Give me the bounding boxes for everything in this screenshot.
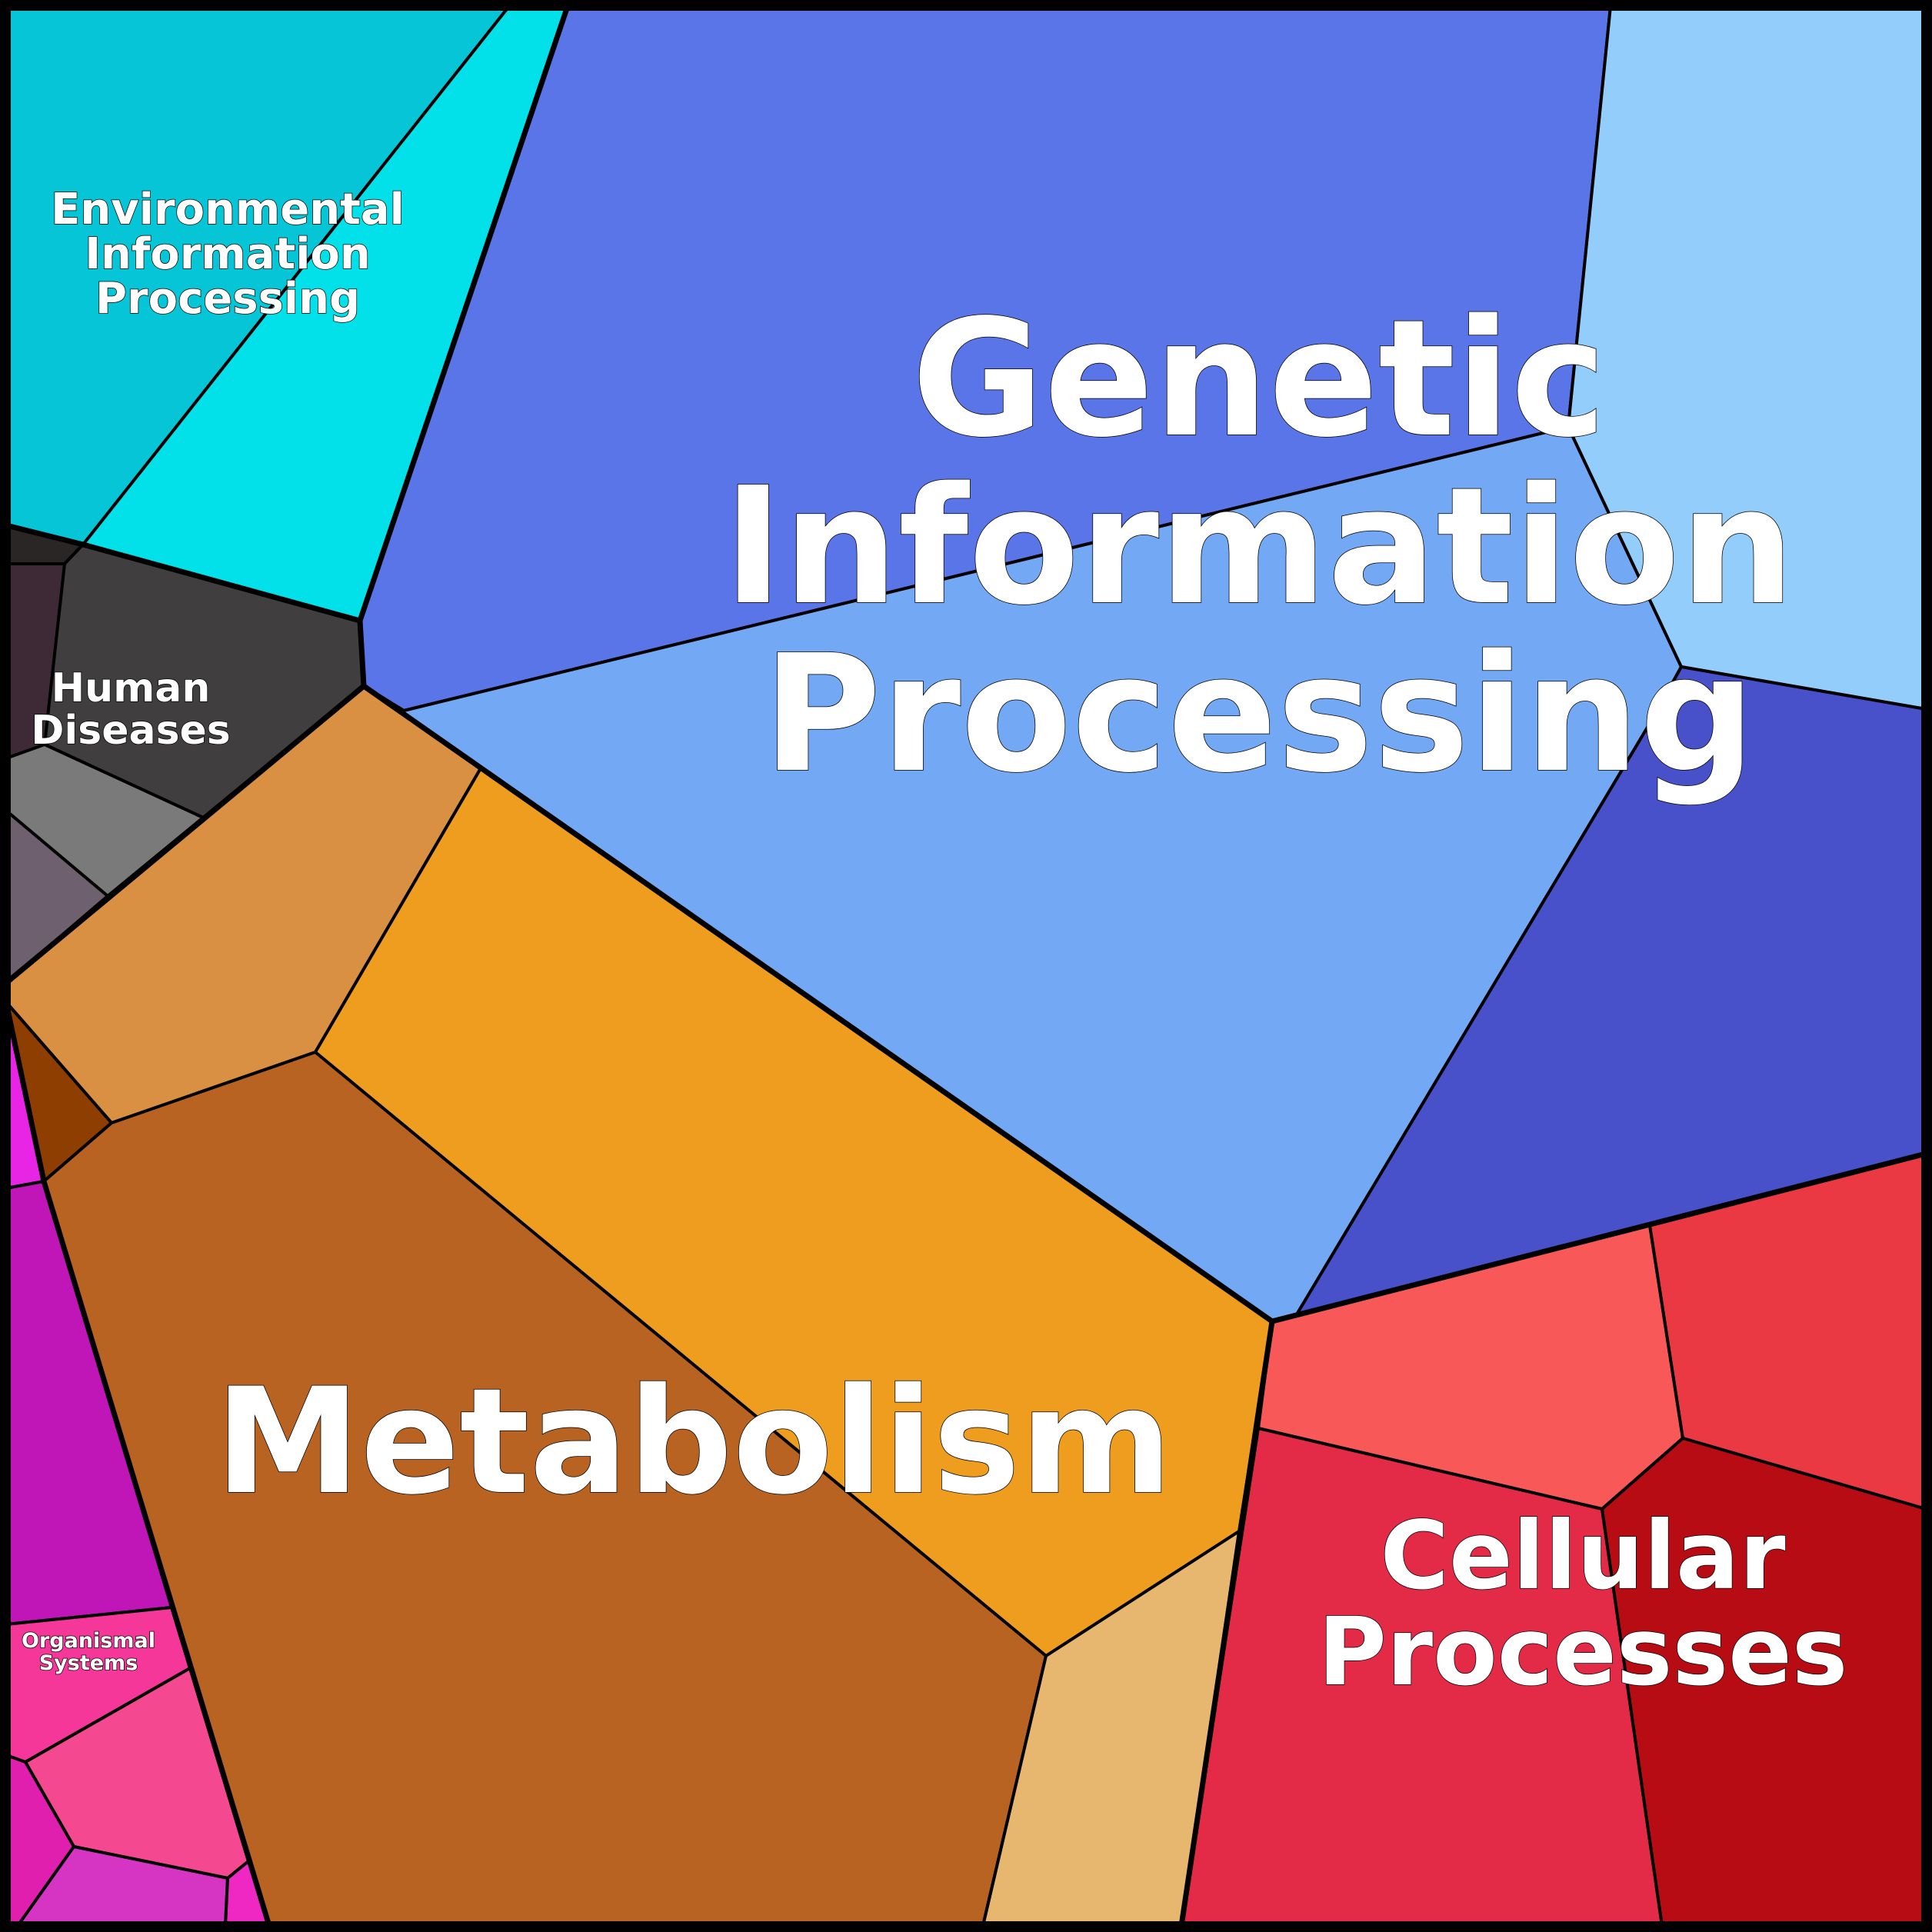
environmental-border <box>3 3 571 624</box>
treemap-cells <box>5 5 1927 1927</box>
genetic-label-line: Information <box>723 452 1795 641</box>
environmental-label-line: Environmental <box>51 185 405 235</box>
group-borders <box>3 3 1929 1929</box>
human-label-line: Diseases <box>31 708 230 754</box>
organismal-border <box>3 999 272 1929</box>
human-border <box>3 683 367 986</box>
organismal-label-line: Organismal <box>22 1629 155 1653</box>
genetic-label-line: Genetic <box>911 285 1607 473</box>
environmental-label-line: Information <box>85 229 371 279</box>
cellular-border <box>1178 1318 1275 1929</box>
human-label-line: Human <box>52 665 211 711</box>
genetic-border <box>357 618 1929 1324</box>
organismal-label-line: Systems <box>39 1651 138 1675</box>
metabolism-label-line: Metabolism <box>215 1357 1173 1527</box>
cellular-label-line: Cellular <box>1380 1501 1785 1611</box>
environmental-label-line: Processing <box>95 274 360 324</box>
metabolism-label: Metabolism <box>215 1357 1173 1527</box>
cellular-label-line: Processes <box>1317 1597 1847 1707</box>
genetic-label-line: Processing <box>763 620 1755 808</box>
